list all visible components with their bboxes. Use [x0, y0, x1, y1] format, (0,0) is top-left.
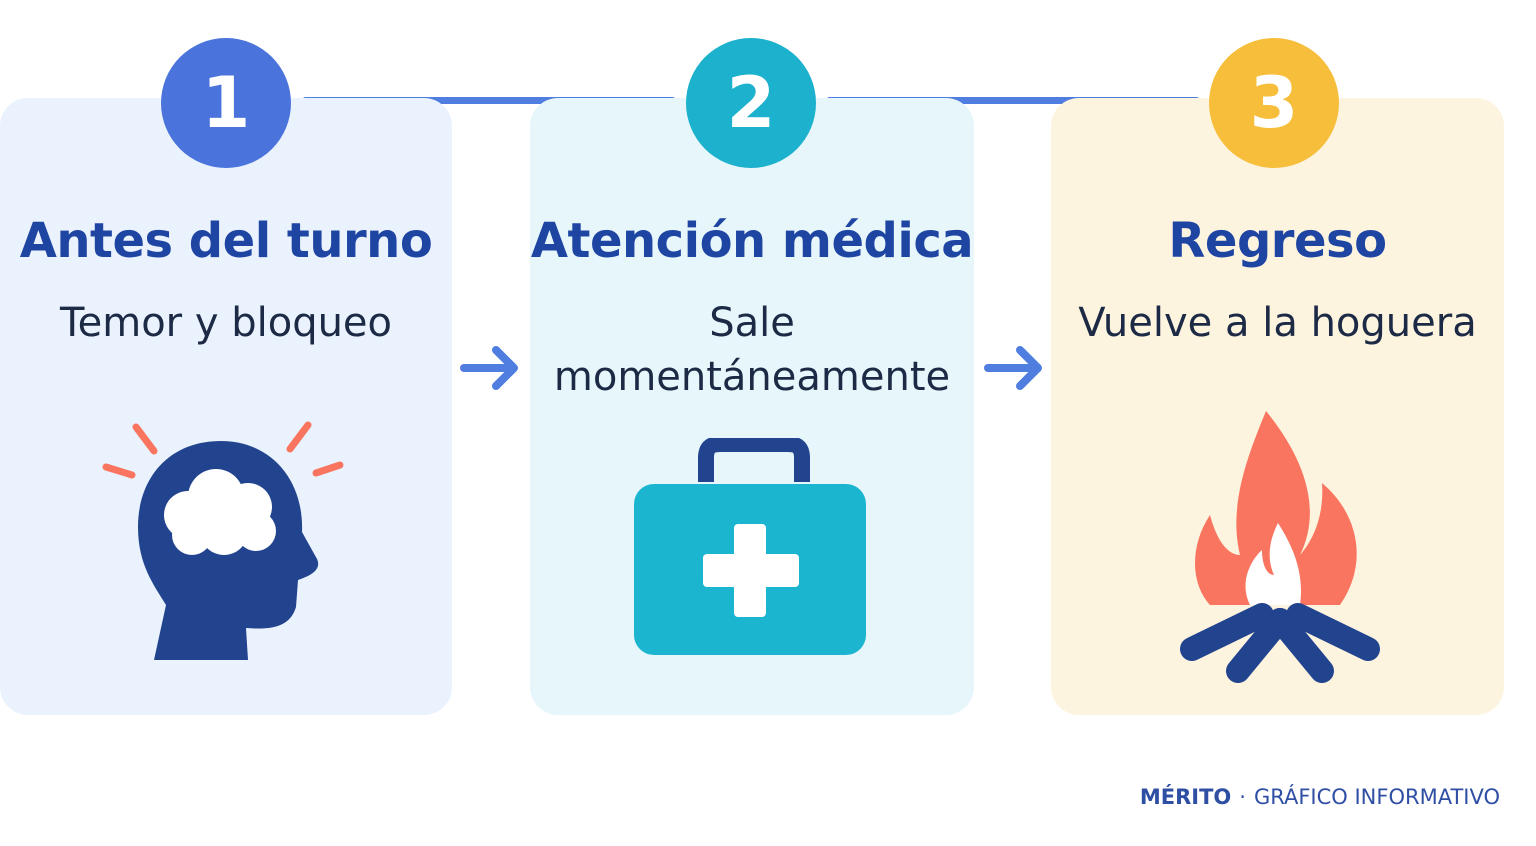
step-number-badge-1: 1 — [161, 38, 291, 168]
step-title-2: Atención médica — [530, 213, 974, 269]
arrow-right-icon — [460, 346, 518, 390]
step-number-badge-2: 2 — [686, 38, 816, 168]
first-aid-kit-icon — [634, 438, 866, 655]
step-title-1: Antes del turno — [19, 213, 433, 269]
step-description-2: Sale momentáneamente — [553, 300, 951, 400]
footer-caption: MÉRITO · GRÁFICO INFORMATIVO — [1140, 785, 1500, 809]
footer-brand: MÉRITO — [1139, 785, 1232, 809]
campfire-icon — [1180, 411, 1380, 683]
footer-separator: · — [1239, 785, 1246, 809]
connector-line-1-2 — [302, 97, 676, 104]
connector-line-2-3 — [826, 97, 1200, 104]
step-number-badge-3: 3 — [1209, 38, 1339, 168]
step-description-3: Vuelve a la hoguera — [1078, 300, 1477, 346]
footer-label: GRÁFICO INFORMATIVO — [1253, 785, 1500, 809]
step-description-1: Temor y bloqueo — [59, 300, 393, 346]
step-title-3: Regreso — [1168, 213, 1387, 269]
head-stress-icon — [102, 421, 344, 660]
arrow-right-icon — [984, 346, 1042, 390]
